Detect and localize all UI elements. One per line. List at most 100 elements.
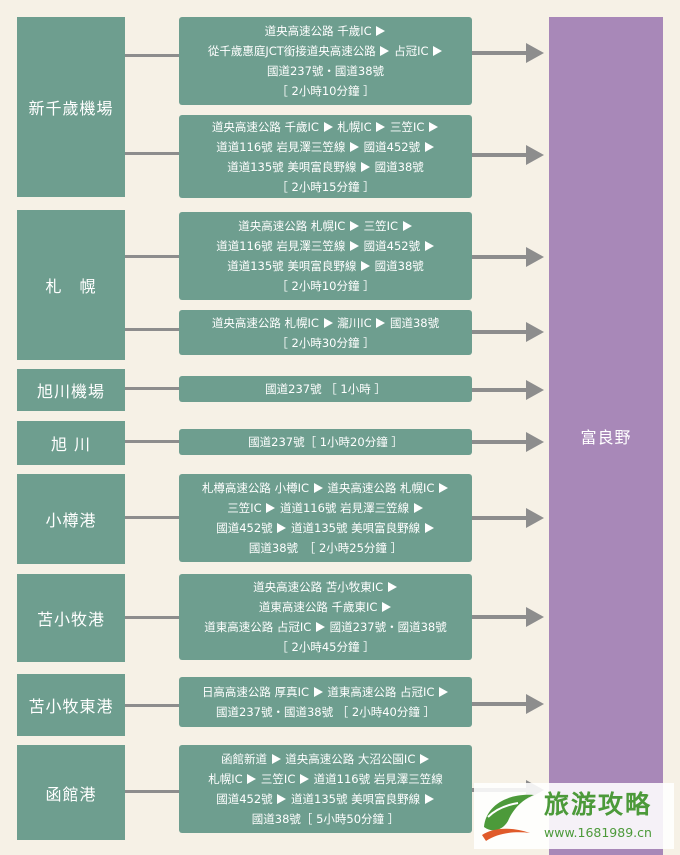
route-line: 道道116號 岩見澤三笠線 國道452號 (216, 236, 435, 256)
arrow-glyph-icon (439, 483, 449, 493)
origin-sapporo: 札 幌 (17, 210, 125, 360)
route-line: 國道452號 道道135號 美唄富良野線 (216, 518, 435, 538)
route-line: 道東高速公路 千歲東IC (259, 597, 392, 617)
arrow-glyph-icon (315, 622, 325, 632)
arrow-glyph-icon (413, 503, 423, 513)
route-line: 道道116號 岩見澤三笠線 國道452號 (216, 137, 435, 157)
route-line: 函館新道 道央高速公路 大沼公園IC (221, 749, 430, 769)
route-box: 道央高速公路 札幌IC 三笠IC 道道116號 岩見澤三笠線 國道452號 道道… (179, 212, 472, 300)
arrow-glyph-icon (323, 121, 333, 132)
origin-tomakomai-port: 苫小牧港 (17, 574, 125, 662)
arrow-glyph-icon (424, 241, 434, 251)
route-time: 國道38號［ 5小時50分鐘 ］ (251, 812, 400, 826)
arrow-glyph-icon (313, 483, 323, 493)
watermark-title: 旅游攻略 (544, 790, 653, 819)
watermark: 旅游攻略 www.1681989.cn (474, 783, 674, 849)
arrow-glyph-icon (433, 46, 443, 56)
route-line: 國道237號・國道38號 (266, 64, 385, 78)
route-line: 札幌IC 三笠IC 道道116號 岩見澤三笠線 (208, 772, 443, 786)
arrow-glyph-icon (360, 261, 370, 271)
origin-otaru-port: 小樽港 (17, 474, 125, 564)
route-time: ［ 2小時10分鐘 ］ (276, 84, 375, 98)
route-box: 函館新道 道央高速公路 大沼公園IC 札幌IC 三笠IC 道道116號 岩見澤三… (179, 745, 472, 833)
route-line: 道東高速公路 占冠IC 國道237號・國道38號 (204, 620, 447, 634)
arrow-right-icon (472, 380, 544, 400)
arrow-glyph-icon (382, 602, 392, 612)
arrow-glyph-icon (424, 794, 434, 804)
route-line: 道央高速公路 千歲IC (265, 21, 387, 41)
leaf-logo-icon (482, 794, 534, 841)
arrow-glyph-icon (300, 774, 310, 784)
route-box: 日高高速公路 厚真IC 道東高速公路 占冠IC 國道237號・國道38號 ［ 2… (179, 677, 472, 727)
route-line: 道央高速公路 札幌IC 三笠IC (238, 216, 412, 236)
arrow-glyph-icon (350, 141, 359, 152)
arrow-glyph-icon (424, 523, 434, 533)
origin-tomakomai-east-port: 苫小牧東港 (17, 674, 125, 736)
route-line: 札樽高速公路 小樽IC 道央高速公路 札幌IC (202, 478, 449, 498)
arrow-right-icon (472, 694, 544, 714)
arrow-glyph-icon (387, 582, 397, 592)
route-time: ［ 2小時45分鐘 ］ (276, 640, 375, 654)
arrow-glyph-icon (429, 121, 439, 132)
arrow-glyph-icon (439, 687, 449, 697)
arrow-right-icon (472, 145, 544, 165)
connector (125, 790, 179, 793)
arrow-glyph-icon (247, 774, 257, 784)
route-time: ［ 2小時10分鐘 ］ (276, 279, 375, 293)
watermark-url: www.1681989.cn (544, 825, 652, 840)
route-line: 日高高速公路 厚真IC 道東高速公路 占冠IC (202, 682, 449, 702)
arrow-right-icon (472, 247, 544, 267)
route-time: 國道38號 ［ 2小時25分鐘 ］ (248, 541, 403, 555)
arrow-glyph-icon (271, 754, 281, 764)
route-box: 國道237號 ［ 1小時 ］ (179, 376, 472, 402)
arrow-glyph-icon (420, 754, 430, 764)
route-box: 道央高速公路 千歲IC 從千歲惠庭JCT銜接道央高速公路 占冠IC 國道237號… (179, 17, 472, 105)
route-box: 札樽高速公路 小樽IC 道央高速公路 札幌IC 三笠IC 道道116號 岩見澤三… (179, 474, 472, 562)
origin-asahikawa: 旭 川 (17, 421, 125, 465)
arrow-glyph-icon (376, 121, 386, 132)
origin-asahikawa-airport: 旭川機場 (17, 369, 125, 411)
arrow-glyph-icon (313, 687, 323, 697)
route-time: ［ 2小時30分鐘 ］ (276, 335, 375, 350)
arrow-glyph-icon (360, 161, 370, 172)
destination-furano: 富良野 (549, 17, 663, 855)
route-line: 道央高速公路 札幌IC 瀧川IC 國道38號 (211, 315, 440, 330)
route-line: 道道135號 美唄富良野線 國道38號 (227, 259, 424, 273)
arrow-glyph-icon (376, 317, 386, 328)
arrow-glyph-icon (380, 46, 390, 56)
arrow-glyph-icon (350, 241, 359, 251)
route-box: 道央高速公路 苫小牧東IC 道東高速公路 千歲東IC 道東高速公路 占冠IC 國… (179, 574, 472, 660)
connector (125, 704, 179, 707)
connector (125, 616, 179, 619)
route-box: 道央高速公路 札幌IC 瀧川IC 國道38號 ［ 2小時30分鐘 ］ (179, 310, 472, 355)
connector (125, 54, 179, 57)
connector (125, 328, 179, 331)
arrow-right-icon (472, 607, 544, 627)
arrow-glyph-icon (277, 794, 287, 804)
route-time: ［ 2小時15分鐘 ］ (276, 179, 375, 194)
connector (125, 152, 179, 155)
connector (125, 516, 179, 519)
route-line: 道央高速公路 苫小牧東IC (253, 577, 398, 597)
route-line: 從千歲惠庭JCT銜接道央高速公路 占冠IC (208, 41, 443, 61)
route-line: 國道452號 道道135號 美唄富良野線 (216, 789, 435, 809)
arrow-right-icon (472, 322, 544, 342)
connector (125, 440, 179, 443)
route-line: 國道237號・國道38號 ［ 2小時40分鐘 ］ (216, 705, 435, 719)
route-box: 道央高速公路 千歲IC 札幌IC 三笠IC 道道116號 岩見澤三笠線 國道45… (179, 115, 472, 198)
arrow-right-icon (472, 43, 544, 63)
route-box: 國道237號［ 1小時20分鐘 ］ (179, 429, 472, 455)
route-line: 道央高速公路 千歲IC 札幌IC 三笠IC (212, 117, 439, 137)
arrow-glyph-icon (376, 26, 386, 36)
arrow-glyph-icon (350, 221, 359, 231)
arrow-glyph-icon (323, 317, 333, 328)
connector (125, 255, 179, 258)
route-line: 國道237號 ［ 1小時 ］ (265, 382, 386, 396)
route-line: 三笠IC 道道116號 岩見澤三笠線 (227, 498, 424, 518)
origin-new-chitose-airport: 新千歲機場 (17, 17, 125, 197)
arrow-glyph-icon (266, 503, 276, 513)
origin-hakodate-port: 函館港 (17, 745, 125, 840)
route-line: 國道237號［ 1小時20分鐘 ］ (248, 435, 403, 449)
connector (125, 387, 179, 390)
arrow-right-icon (472, 508, 544, 528)
